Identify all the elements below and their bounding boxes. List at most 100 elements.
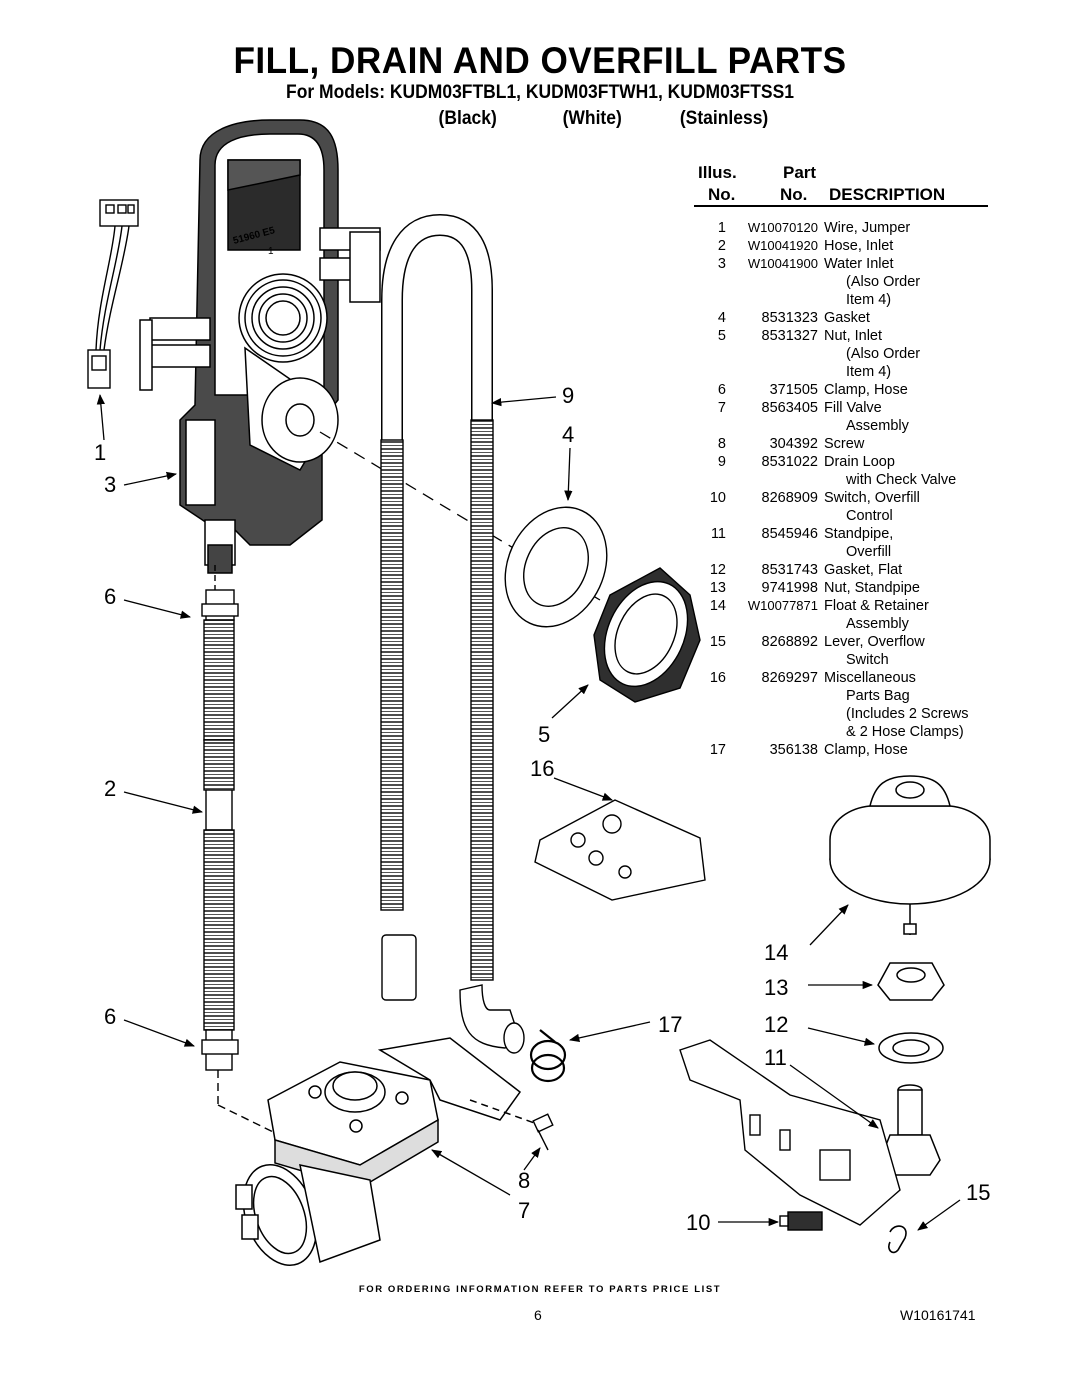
illus-number: 15 — [709, 634, 726, 650]
part-number: 356138 — [769, 742, 818, 758]
header-part: Part — [783, 163, 817, 182]
illus-number: 14 — [709, 598, 726, 614]
leader-8 — [523, 1147, 541, 1171]
illus-number: 16 — [709, 670, 726, 686]
table-row-continued: Assembly — [696, 615, 969, 633]
assembly-guide-line — [319, 431, 601, 601]
illus-number: 3 — [717, 256, 726, 272]
part-number: 8531022 — [761, 454, 818, 470]
part-description: Screw — [824, 436, 865, 452]
part-description: Standpipe, — [824, 526, 894, 542]
part-description: Assembly — [846, 616, 909, 632]
callout-16: 16 — [530, 756, 555, 781]
table-row: 15 8268892 Lever, Overflow — [696, 633, 969, 651]
float-retainer — [829, 775, 991, 935]
illus-number: 6 — [717, 382, 726, 398]
illus-number: 12 — [709, 562, 726, 578]
leader-14 — [809, 904, 849, 946]
table-row-continued: Item 4) — [696, 363, 969, 381]
leader-6-top — [123, 599, 192, 619]
callout-11: 11 — [764, 1045, 787, 1070]
part-description: Clamp, Hose — [824, 742, 908, 758]
finish-white: (White) — [562, 108, 622, 129]
callout-6-lower: 6 — [104, 1004, 117, 1029]
part-description: Item 4) — [846, 364, 892, 380]
models-line: For Models: KUDM03FTBL1, KUDM03FTWH1, KU… — [286, 82, 794, 103]
part-description: Water Inlet — [824, 256, 894, 272]
finish-stainless: (Stainless) — [679, 108, 769, 129]
screw — [532, 1113, 554, 1151]
callout-1: 1 — [94, 440, 107, 465]
part-description: (Also Order — [846, 274, 921, 290]
leader-7 — [431, 1149, 511, 1196]
callout-15: 15 — [966, 1180, 991, 1205]
part-description: Lever, Overflow — [824, 634, 925, 650]
fill-valve-assembly — [235, 1037, 541, 1266]
part-number: 8268892 — [761, 634, 818, 650]
callout-3: 3 — [104, 472, 117, 497]
leader-12 — [807, 1027, 876, 1046]
standpipe-nut — [877, 962, 945, 1001]
part-number: 371505 — [769, 382, 818, 398]
header-part-no: No. — [780, 185, 808, 204]
header-illus-no: No. — [708, 185, 736, 204]
illus-number: 5 — [717, 328, 726, 344]
part-description: Drain Loop — [824, 454, 895, 470]
leader-6-bottom — [123, 1019, 195, 1047]
part-description: Clamp, Hose — [824, 382, 908, 398]
jumper-wire-part — [87, 199, 139, 389]
leader-15 — [917, 1199, 961, 1231]
callout-2: 2 — [104, 776, 117, 801]
part-description: Switch, Overfill — [824, 490, 920, 506]
table-row-continued: with Check Valve — [696, 471, 969, 489]
part-number: 9741998 — [761, 580, 818, 596]
callout-6: 6 — [104, 584, 117, 609]
callout-14: 14 — [764, 940, 789, 965]
callout-7: 7 — [518, 1198, 531, 1223]
callout-10: 10 — [686, 1210, 711, 1235]
illus-number: 11 — [710, 526, 726, 542]
part-description: Switch — [846, 652, 889, 668]
part-number: 8531327 — [761, 328, 818, 344]
callout-4: 4 — [562, 422, 575, 447]
part-description: Nut, Standpipe — [824, 580, 920, 596]
leader-17 — [568, 1021, 651, 1043]
illus-number: 4 — [717, 310, 726, 326]
inlet-hose — [201, 565, 311, 1151]
table-header-rule — [694, 205, 988, 207]
part-number: 8531743 — [761, 562, 818, 578]
table-row-continued: Control — [696, 507, 969, 525]
table-row: 12 8531743 Gasket, Flat — [696, 561, 969, 579]
leader-2 — [123, 791, 204, 814]
part-description: Nut, Inlet — [824, 328, 883, 344]
table-row-continued: Item 4) — [696, 291, 969, 309]
water-inlet-housing — [139, 119, 381, 574]
table-row-continued: (Also Order — [696, 273, 969, 291]
leader-1 — [96, 393, 105, 441]
part-description: Gasket, Flat — [824, 562, 903, 578]
table-row-continued: Overfill — [696, 543, 969, 561]
flat-gasket — [878, 1032, 944, 1064]
part-number: 8269297 — [761, 670, 818, 686]
callout-5: 5 — [538, 722, 551, 747]
part-number: 8268909 — [761, 490, 818, 506]
part-description: Parts Bag — [846, 688, 910, 704]
overfill-switch — [779, 1211, 823, 1231]
misc-parts-bag — [534, 799, 706, 901]
part-number: 8531323 — [761, 310, 818, 326]
callout-9: 9 — [562, 383, 575, 408]
part-description: Float & Retainer — [824, 598, 929, 614]
hose-clamp — [529, 1029, 567, 1083]
inlet-gasket — [504, 506, 608, 628]
illus-number: 9 — [717, 454, 726, 470]
